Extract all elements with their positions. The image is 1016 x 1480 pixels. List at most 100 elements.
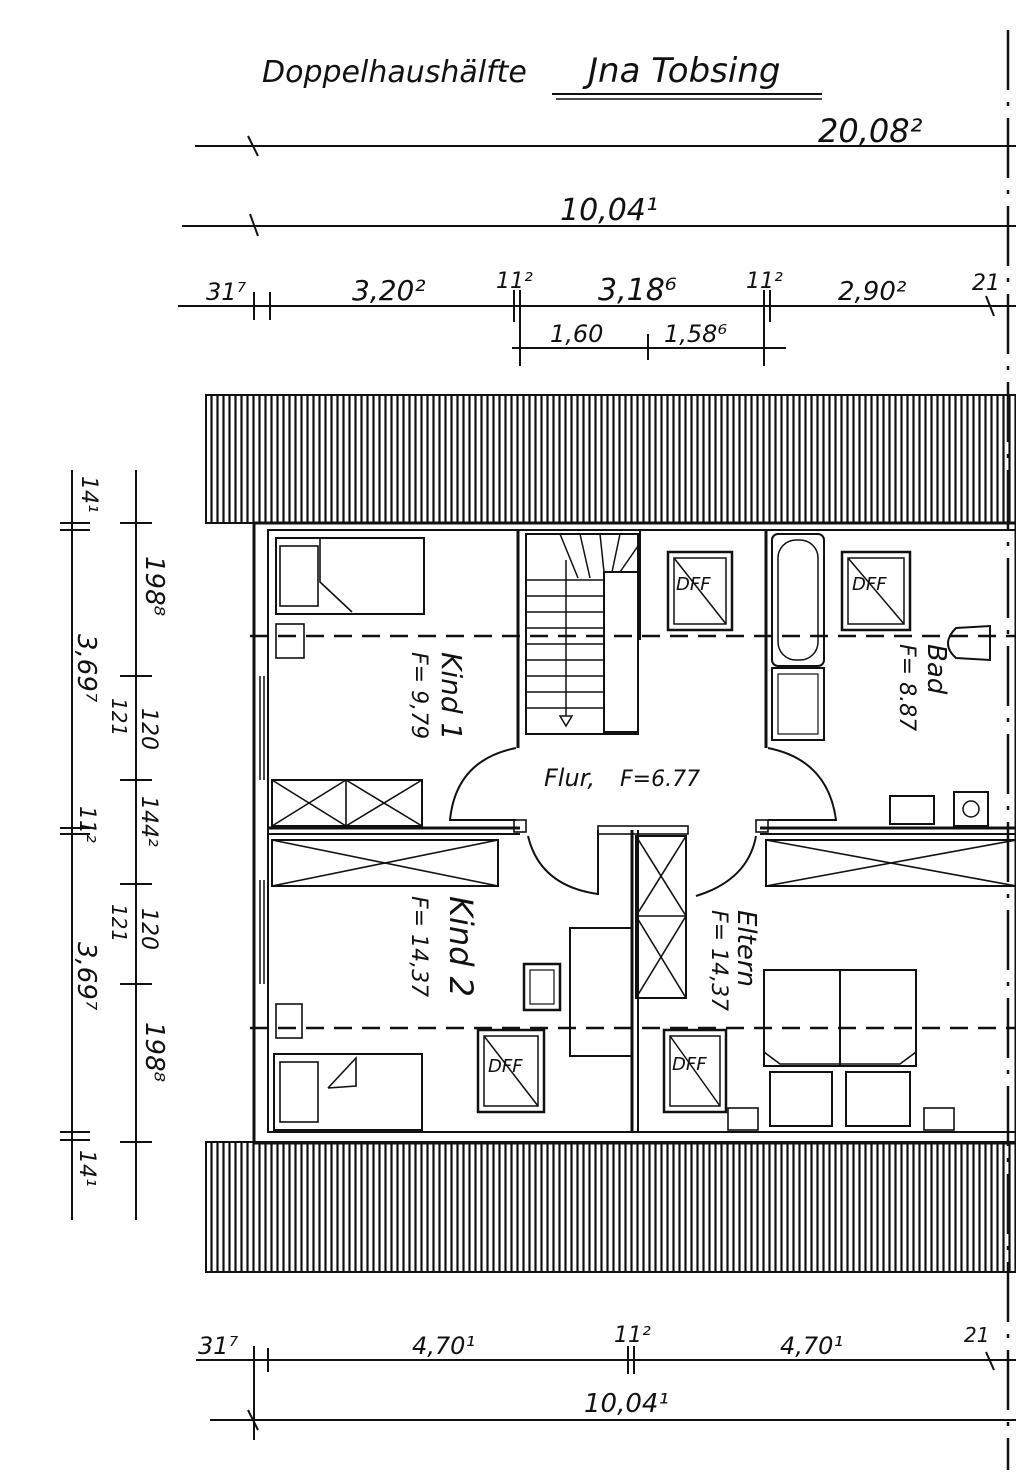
dim-left-inner-3: 144²: [136, 796, 161, 847]
roof-hatch-top: [205, 394, 1016, 524]
dim-bottom-ticks: [253, 1346, 995, 1440]
wardrobe-flur-cross: [635, 835, 687, 999]
bed-kind1: [275, 537, 425, 615]
inner-wall-line: [267, 529, 1016, 1133]
door-swing-kind2: [527, 830, 599, 896]
room-kind1-name: Kind 1: [435, 652, 468, 740]
room-kind2-area: F= 14,37: [406, 896, 431, 997]
chair-kind2-inner: [529, 969, 555, 1005]
bed-kind2: [273, 1053, 423, 1131]
dim-bottom-seg-3: 11²: [614, 1323, 651, 1348]
pillow-kind2: [279, 1061, 319, 1123]
dim-seg-2: 3,20²: [352, 274, 426, 307]
room-kind1-area: F= 9,79: [406, 652, 431, 739]
skylight-eltern: DFF: [662, 1028, 728, 1114]
washing-machine: [953, 791, 989, 827]
shower-tray-inner: [777, 673, 819, 735]
stair-arrow: [558, 715, 574, 728]
dim-left-outer-4: 3,69⁷: [71, 942, 101, 1011]
stair-treads: [526, 533, 639, 709]
washing-machine-drum: [962, 800, 980, 818]
skylight-label: DFF: [676, 574, 711, 595]
tick: [247, 1409, 259, 1431]
dim-left-outer-5: 14¹: [74, 1150, 99, 1187]
dim-bottom-seg-1: 31⁷: [198, 1332, 239, 1360]
bed-pillow-right: [845, 1071, 911, 1127]
door-jamb: [513, 819, 527, 833]
door-jamb: [597, 825, 689, 835]
tick: [249, 213, 259, 237]
nightstand-eltern-right: [923, 1107, 955, 1131]
washbasin: [889, 795, 935, 825]
desk-kind2: [569, 927, 633, 1057]
dim-seg-3: 11²: [496, 269, 533, 294]
wardrobe-flur: [635, 835, 687, 999]
wardrobe-kind2: [271, 839, 499, 887]
room-flur-area: F=6.77: [620, 767, 700, 792]
wardrobe-eltern-cross: [765, 839, 1016, 887]
bed-kind2-fold: [327, 1055, 357, 1089]
dim-sub-1: 1,60: [550, 320, 603, 348]
room-flur-name: Flur,: [544, 764, 595, 792]
pillow-kind1: [279, 545, 319, 607]
skylight-label: DFF: [488, 1056, 523, 1077]
dim-seg-6: 2,90²: [838, 277, 906, 307]
roof-hatch-bottom: [205, 1141, 1016, 1273]
wardrobe-kind1: [271, 779, 423, 827]
outer-wall: [252, 521, 1016, 1145]
title-name: Jna Tobsing: [582, 51, 780, 91]
bed-pillow-left: [769, 1071, 833, 1127]
bathtub-inner: [777, 539, 819, 661]
dim-left-inner-1: 198⁸: [139, 556, 169, 616]
dim-left-window-2: 121: [107, 904, 131, 942]
dim-left-outer-3: 11²: [74, 806, 99, 843]
dim-sub-2: 1,58⁶: [664, 320, 727, 348]
bathtub: [771, 533, 825, 667]
dim-left-inner-5: 198⁸: [139, 1022, 169, 1082]
dim-overall: 10,04¹: [560, 193, 658, 228]
door-swing-bad: [767, 747, 838, 821]
bed-kind1-fold: [319, 538, 353, 613]
room-eltern-area: F= 14,37: [706, 910, 731, 1011]
dim-bottom-seg-4: 4,70¹: [780, 1332, 843, 1360]
nightstand-eltern-left: [727, 1107, 759, 1131]
skylight-flur: DFF: [666, 550, 734, 632]
skylight-bad: DFF: [840, 550, 912, 632]
dim-seg-4: 3,18⁶: [598, 273, 677, 308]
nightstand-kind1: [275, 623, 305, 659]
tick: [247, 135, 259, 157]
dim-left-outer-1: 14¹: [76, 476, 101, 513]
shower-tray: [771, 667, 825, 741]
dim-left-ticks: [60, 522, 152, 1143]
title-prefix: Doppelhaushälfte: [262, 55, 527, 90]
dim-left-inner-2: 120: [136, 708, 161, 750]
dim-seg-1: 31⁷: [206, 278, 247, 306]
room-eltern-name: Eltern: [731, 910, 761, 987]
tick: [985, 295, 995, 317]
skylight-label: DFF: [852, 574, 887, 595]
wardrobe-kind1-cross: [271, 779, 423, 827]
dim-left-inner-4: 120: [136, 908, 161, 950]
room-bad-area: F= 8.87: [894, 644, 919, 731]
door-jamb: [755, 819, 769, 833]
dim-bottom-seg-2: 4,70¹: [412, 1332, 475, 1360]
dim-overall-double: 20,08²: [818, 112, 923, 150]
dim-seg-7: 21: [972, 271, 1000, 296]
room-kind2-name: Kind 2: [442, 896, 480, 997]
chair-kind2: [522, 962, 562, 1012]
dim-left-outer-2: 3,69⁷: [71, 634, 101, 703]
double-bed-fold: [763, 1051, 917, 1065]
toilet: [947, 624, 991, 662]
room-bad-name: Bad: [921, 644, 951, 695]
dim-seg-5: 11²: [746, 269, 783, 294]
dim-left-window-1: 121: [107, 698, 131, 736]
dim-bottom-overall: 10,04¹: [584, 1389, 669, 1419]
dim-bottom-seg-5: 21: [964, 1323, 989, 1347]
nightstand-kind2: [275, 1003, 303, 1039]
wardrobe-kind2-cross: [271, 839, 499, 887]
wardrobe-eltern: [765, 839, 1016, 887]
staircase: [525, 533, 639, 735]
door-swing-kind1: [448, 747, 517, 821]
stair-landing: [603, 571, 639, 733]
